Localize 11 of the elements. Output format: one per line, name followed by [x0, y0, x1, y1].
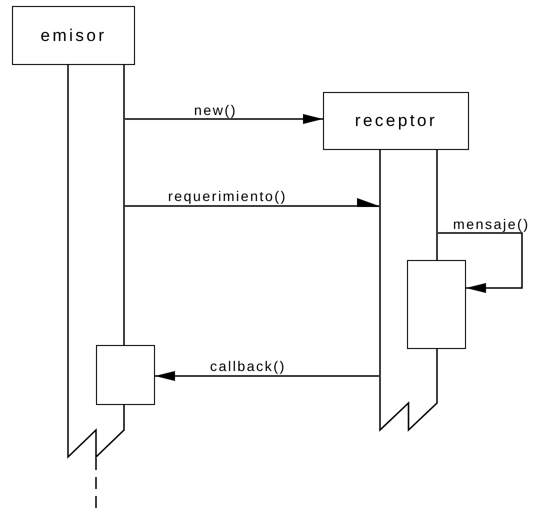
- activation-box: [407, 260, 466, 349]
- object-box: [12, 6, 135, 65]
- lifeline-bar: [379, 149, 438, 431]
- message-arrow: [125, 114, 323, 124]
- message-arrow: [155, 371, 379, 381]
- lifeline-bar: [67, 64, 125, 458]
- object-name: emisor: [40, 26, 106, 46]
- message-arrow: [438, 232, 523, 293]
- object-name: receptor: [354, 111, 438, 131]
- activation-box: [96, 345, 155, 405]
- object-box: [323, 92, 469, 150]
